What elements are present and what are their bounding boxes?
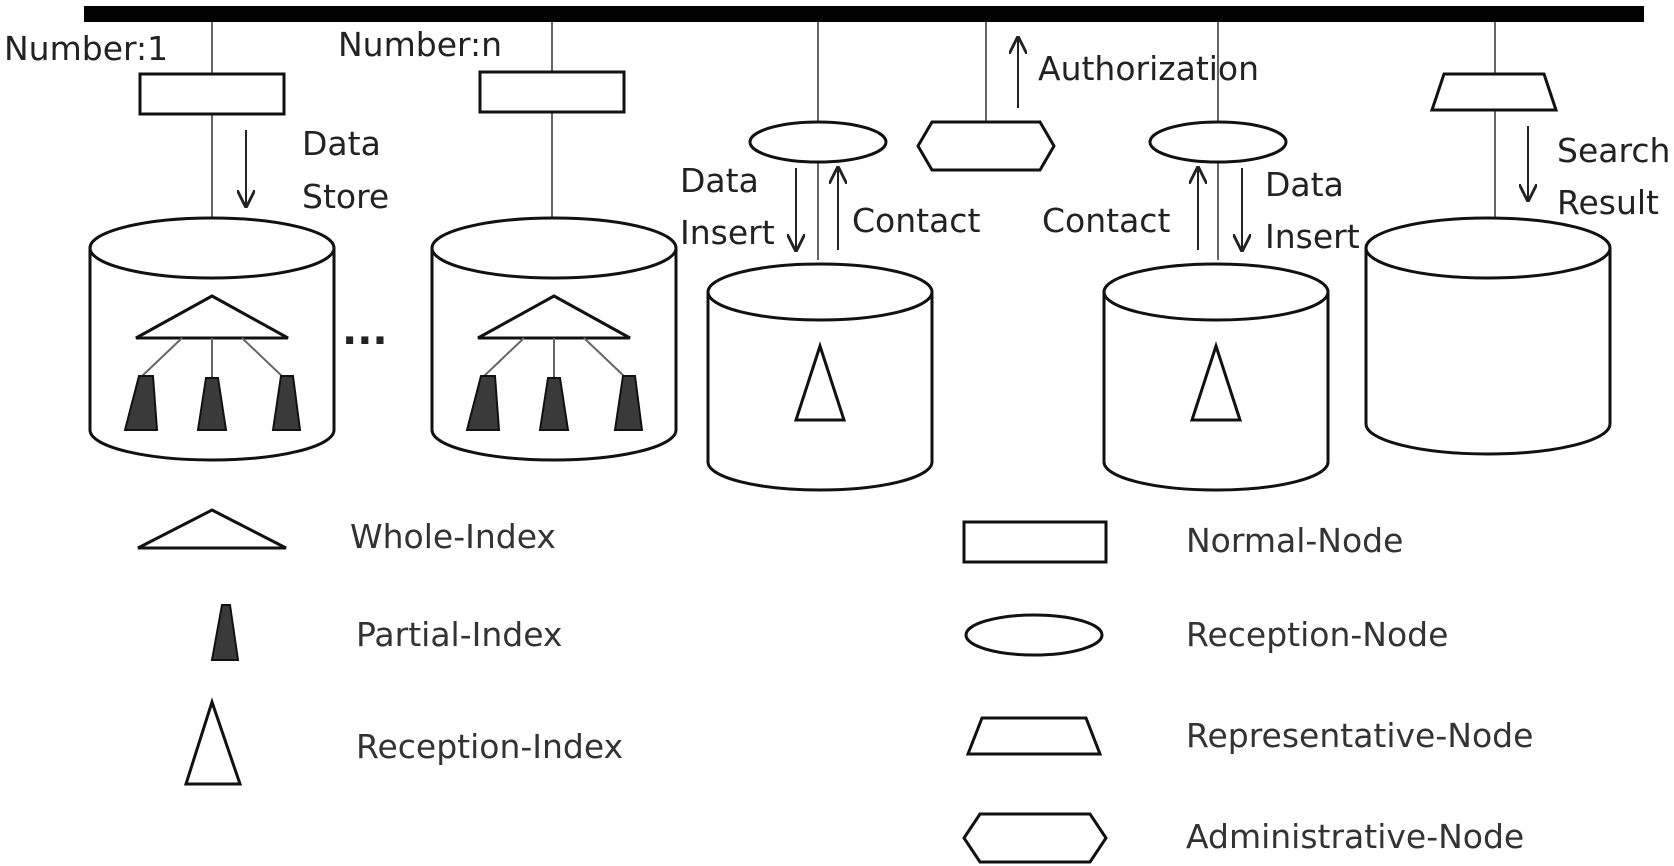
legend-left: Whole-Index Partial-Index Reception-Inde… [137,508,623,786]
legend-partial-index-label: Partial-Index [356,615,562,654]
label-data-insert-left-line2: Insert [680,213,775,252]
partial-index-icon [123,375,159,431]
label-contact-left: Contact [852,201,980,240]
database-cylinder-node-1 [88,216,336,462]
label-data-insert-left-line1: Data [680,161,759,200]
legend-whole-index-label: Whole-Index [350,517,556,556]
database-cylinder-representative [1364,216,1612,456]
reception-node-left [748,120,888,164]
reception-node-right [1148,120,1288,164]
legend-representative-node-label: Representative-Node [1186,716,1533,755]
legend-administrative-node-label: Administrative-Node [1186,817,1524,856]
legend-normal-node-icon [962,520,1108,564]
legend-whole-index-icon [137,508,287,550]
administrative-node [916,120,1056,172]
database-cylinder-node-n [430,216,678,462]
label-number-n: Number:n [338,25,502,64]
database-cylinder-reception-left [706,262,934,492]
label-data-store-line1: Data [302,124,381,163]
legend-partial-index-icon [210,604,240,661]
legend-reception-node-icon [964,613,1104,657]
partial-index-icon [271,375,302,431]
reception-index-icon [793,341,847,422]
legend-reception-index-label: Reception-Index [356,727,623,766]
partial-index-icon [465,375,501,431]
legend-right: Normal-Node Reception-Node Representativ… [962,520,1533,864]
representative-node [1429,72,1559,112]
ellipsis: ... [342,308,388,354]
label-contact-right: Contact [1042,201,1170,240]
label-data-store-line2: Store [302,177,389,216]
network-bus [84,6,1644,22]
legend-reception-index-icon [183,697,243,786]
partial-index-icon [196,377,228,431]
legend-administrative-node-icon [962,812,1108,864]
label-data-insert-right-line1: Data [1265,165,1344,204]
partial-index-icon [538,377,570,431]
normal-node-n [478,70,626,114]
partial-index-icon [613,375,644,431]
legend-normal-node-label: Normal-Node [1186,521,1403,560]
label-data-insert-right-line2: Insert [1265,217,1360,256]
label-number-1: Number:1 [4,29,168,68]
database-cylinder-reception-right [1102,262,1330,492]
label-authorization: Authorization [1038,49,1259,88]
label-search-result-line2: Result [1557,183,1659,222]
legend-reception-node-label: Reception-Node [1186,615,1448,654]
label-search-result-line1: Search [1557,131,1670,170]
legend-representative-node-icon [965,716,1103,756]
normal-node-1 [138,72,286,116]
reception-index-icon [1189,341,1243,422]
